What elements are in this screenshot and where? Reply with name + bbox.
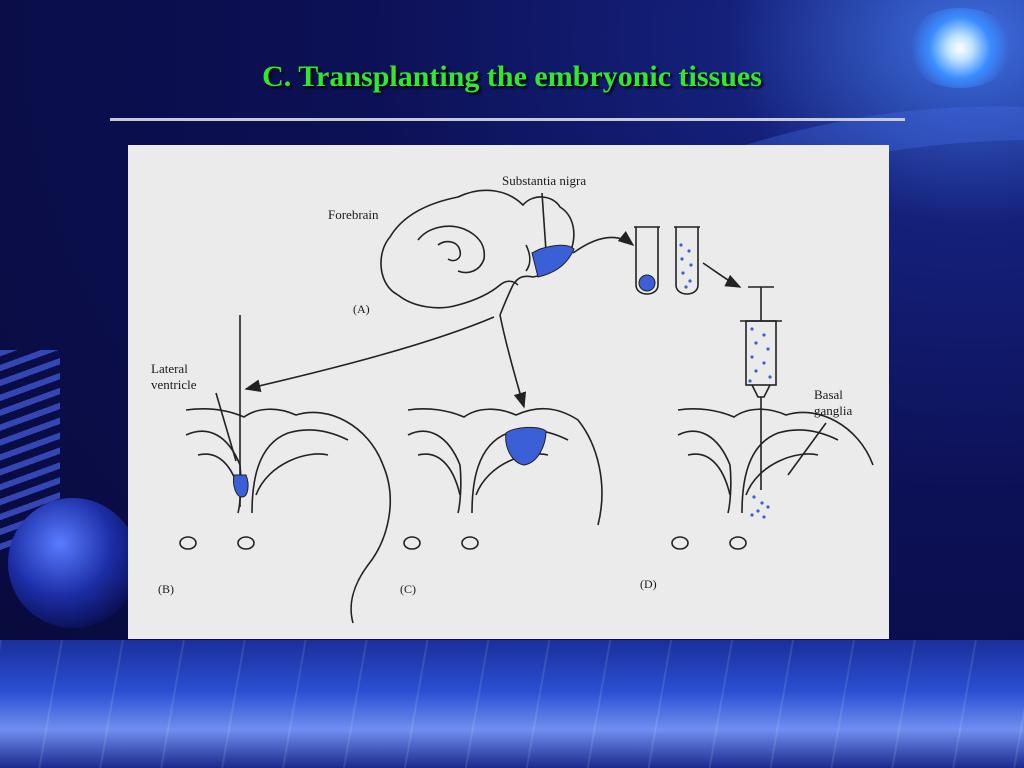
syringe [740,286,782,490]
label-lateral: Lateral [151,361,188,376]
label-ventricle: ventricle [151,377,197,392]
panel-label-c: (C) [400,582,416,596]
tube-1-pellet [638,274,656,292]
test-tube-2 [675,227,699,295]
graft-b [233,474,249,498]
background-floor [0,640,1024,768]
label-substantia-nigra: Substantia nigra [502,173,587,188]
panel-label-b: (B) [158,582,174,596]
substantia-nigra-tissue [531,244,575,278]
background-sphere [8,498,138,628]
background-floor-pattern [0,640,1024,768]
fetal-brain-outline [380,189,575,316]
test-tube-1 [635,227,659,295]
brain-section-d [671,408,874,550]
title-divider [110,118,905,121]
diagram-figure: Substantia nigra Forebrain (A) Lateral v… [128,145,889,639]
panel-label-a: (A) [353,302,370,316]
brain-section-c [403,407,603,550]
panel-label-d: (D) [640,577,657,591]
graft-c [505,426,547,466]
diagram-drawing [179,189,874,624]
slide-title: C. Transplanting the embryonic tissues [262,60,762,93]
label-forebrain: Forebrain [328,207,379,222]
cell-suspension [679,243,772,519]
light-flare [905,8,1015,88]
label-ganglia: ganglia [814,403,853,418]
label-basal: Basal [814,387,843,402]
